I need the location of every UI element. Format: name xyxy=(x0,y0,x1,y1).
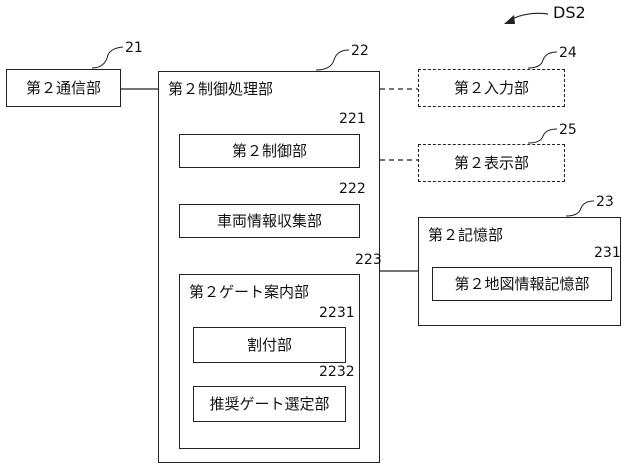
control-unit-label: 第２制御部 xyxy=(231,142,307,160)
display-unit-ref: 25 xyxy=(559,122,577,138)
assignment-block: 割付部 xyxy=(193,327,346,363)
gate-guidance-label: 第２ゲート案内部 xyxy=(189,283,310,301)
comm-unit-label: 第２通信部 xyxy=(25,79,101,97)
leader-24 xyxy=(527,51,558,69)
control-processing-label: 第２制御処理部 xyxy=(168,80,274,98)
input-unit-ref: 24 xyxy=(559,45,577,61)
display-unit-block: 第２表示部 xyxy=(418,144,565,182)
vehicle-info-label: 車両情報収集部 xyxy=(216,212,322,230)
assignment-ref: 2231 xyxy=(319,305,355,321)
leader-22 xyxy=(315,49,350,71)
figure-label: DS2 xyxy=(553,3,586,22)
recommended-gate-ref: 2232 xyxy=(319,364,355,380)
storage-label: 第２記憶部 xyxy=(428,226,504,244)
input-unit-block: 第２入力部 xyxy=(418,69,565,107)
leader-21 xyxy=(91,46,124,69)
map-info-storage-ref: 231 xyxy=(594,245,621,261)
map-info-storage-label: 第２地図情報記憶部 xyxy=(454,275,590,293)
control-processing-ref: 22 xyxy=(351,43,369,59)
recommended-gate-label: 推奨ゲート選定部 xyxy=(209,395,330,413)
leader-25 xyxy=(527,128,558,144)
control-unit-ref: 221 xyxy=(339,111,366,127)
comm-unit-ref: 21 xyxy=(125,40,143,56)
comm-unit-block: 第２通信部 xyxy=(6,69,121,107)
input-unit-label: 第２入力部 xyxy=(453,79,529,97)
map-info-storage-block: 第２地図情報記憶部 xyxy=(432,267,612,301)
recommended-gate-block: 推奨ゲート選定部 xyxy=(193,386,346,422)
assignment-label: 割付部 xyxy=(246,336,292,354)
control-unit-block: 第２制御部 xyxy=(179,134,360,168)
leader-23 xyxy=(565,200,595,217)
gate-guidance-ref: 223 xyxy=(355,252,382,268)
vehicle-info-ref: 222 xyxy=(339,181,366,197)
vehicle-info-block: 車両情報収集部 xyxy=(179,204,360,238)
figure-label-arrowhead xyxy=(504,15,515,24)
display-unit-label: 第２表示部 xyxy=(453,154,529,172)
storage-ref: 23 xyxy=(596,194,614,210)
